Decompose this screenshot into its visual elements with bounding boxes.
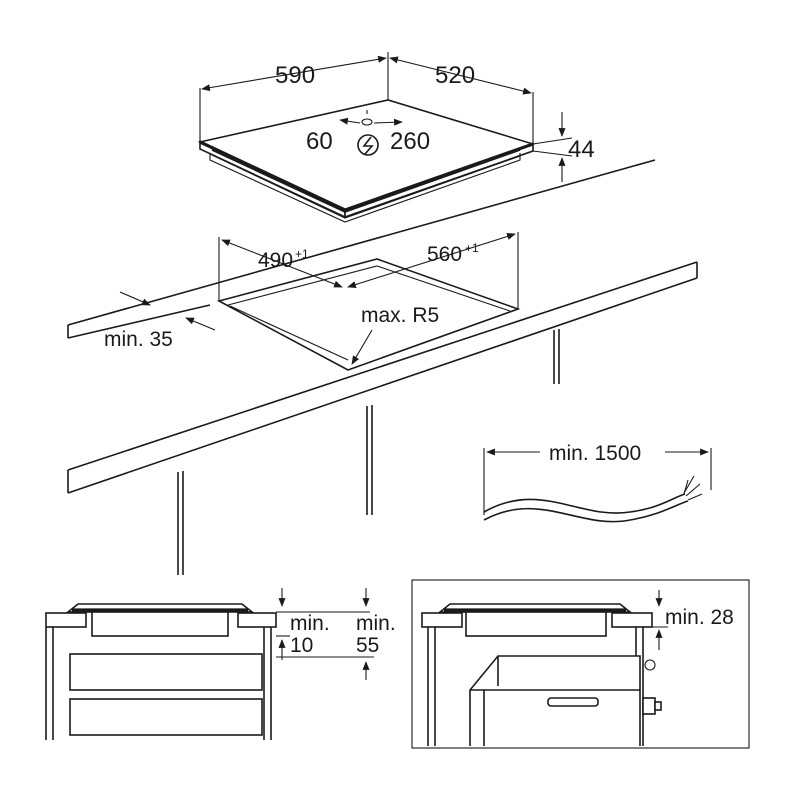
hob-3d xyxy=(197,99,536,223)
dim-left-min-55-b: 55 xyxy=(356,634,379,657)
dim-hob-width: 590 xyxy=(275,62,315,89)
dim-cutout-width: 490 xyxy=(258,249,293,272)
dim-left-min-10-b: 10 xyxy=(290,634,313,657)
dim-left-min-10-a: min. xyxy=(290,612,330,635)
dim-right-min-28: min. 28 xyxy=(665,606,734,629)
worktop xyxy=(67,159,698,575)
dim-cutout-width-tol: +1 xyxy=(295,247,309,261)
dim-corner-radius: max. R5 xyxy=(361,304,439,327)
dim-hob-depth: 520 xyxy=(435,62,475,89)
dim-cutout-depth-tol: +1 xyxy=(465,241,479,255)
cable xyxy=(483,448,712,523)
hob-dimensions xyxy=(199,52,573,182)
dim-cable-right: 260 xyxy=(390,128,430,155)
cutout xyxy=(119,232,521,371)
dim-min-cable: min. 1500 xyxy=(549,442,641,465)
dim-left-min-55-a: min. xyxy=(356,612,396,635)
dim-min-front: min. 35 xyxy=(104,328,173,351)
electric-connection-icon xyxy=(357,134,379,156)
dim-cable-left: 60 xyxy=(306,128,333,155)
detail-left xyxy=(45,588,374,740)
dim-cutout-depth: 560 xyxy=(427,243,462,266)
detail-right xyxy=(411,579,750,749)
dim-hob-height: 44 xyxy=(568,136,595,163)
